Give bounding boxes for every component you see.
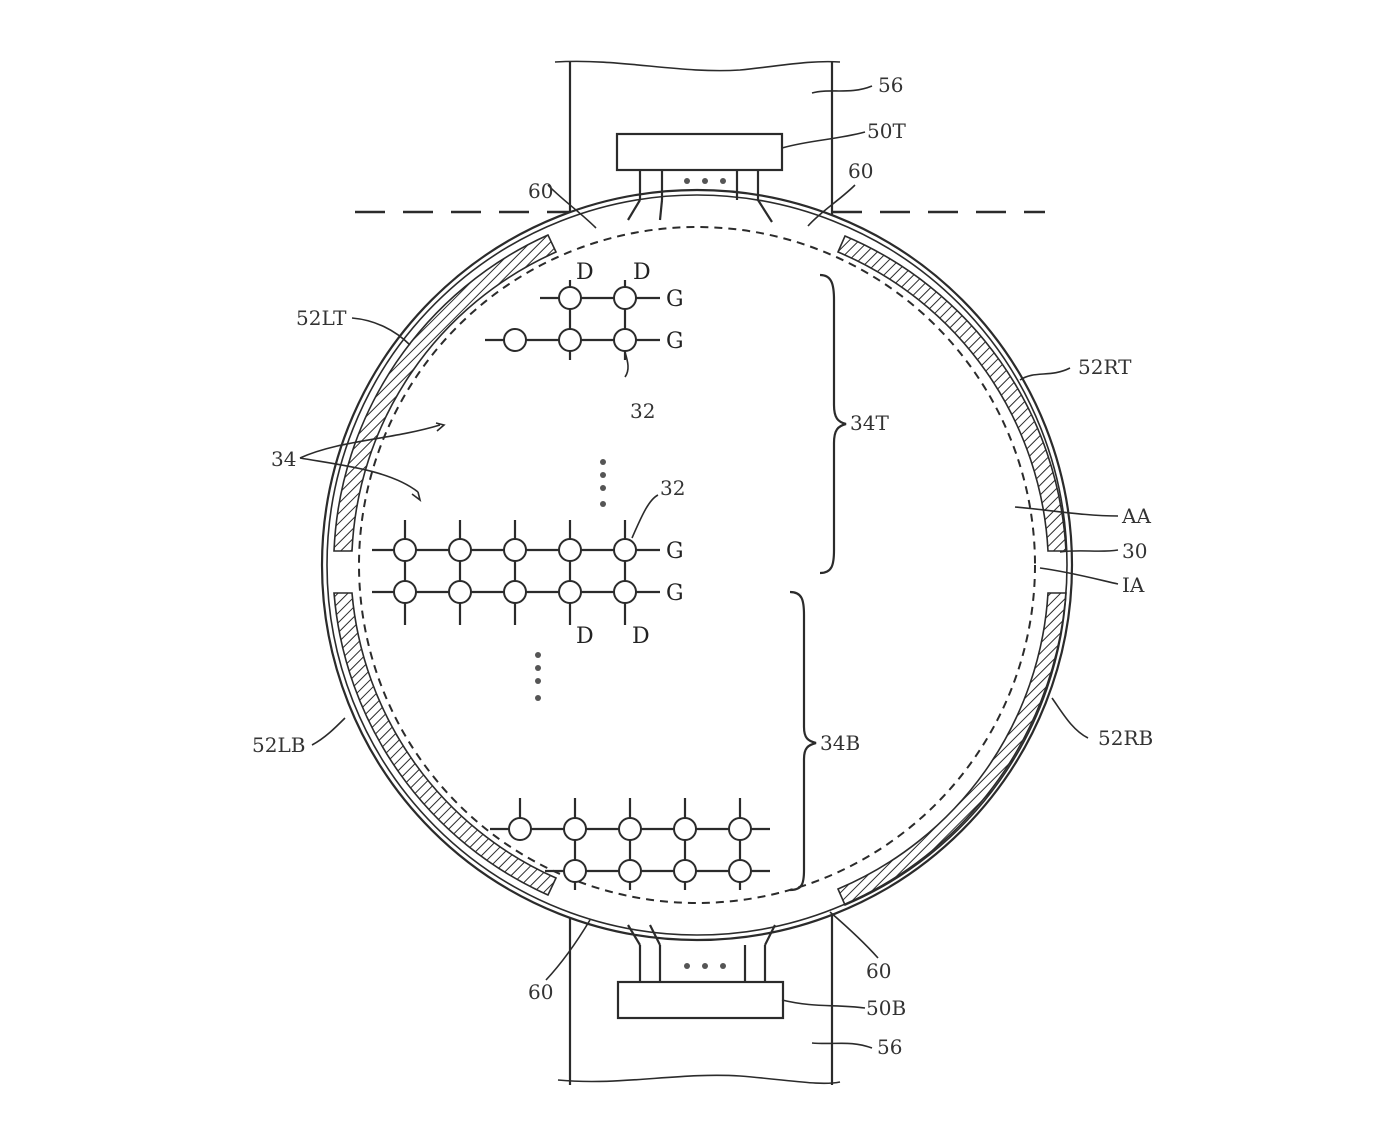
gate-driver-left-top [333, 233, 558, 552]
gate-driver-right-bottom [836, 592, 1067, 907]
pixel-array-middle [372, 520, 660, 625]
label-56-bottom: 56 [877, 1035, 902, 1059]
label-G-2: G [666, 329, 684, 354]
label-32-top: 32 [630, 399, 655, 423]
label-52RT: 52RT [1078, 355, 1132, 379]
label-50B: 50B [866, 996, 906, 1020]
gate-driver-right-top [836, 234, 1067, 552]
label-50T: 50T [867, 119, 906, 143]
label-60-top-right: 60 [848, 159, 873, 183]
reference-labels: 56 50T 60 60 52LT 52RT 34 34T 32 32 AA 3… [252, 73, 1153, 1059]
watch-band [554, 60, 841, 1085]
label-IA: IA [1122, 573, 1145, 597]
label-60-bottom-right: 60 [866, 959, 891, 983]
label-34T: 34T [850, 411, 889, 435]
gate-driver-left-bottom [333, 592, 558, 897]
label-G-3: G [666, 539, 684, 564]
label-34: 34 [271, 447, 296, 471]
brace-34T [819, 273, 847, 575]
label-52LB: 52LB [252, 733, 305, 757]
driver-chip-top [615, 132, 784, 223]
label-D-bottom-2: D [632, 624, 650, 649]
label-52LT: 52LT [296, 306, 347, 330]
label-D-top-2: D [633, 260, 651, 285]
pixel-array-top [485, 280, 660, 360]
label-D-top-1: D [576, 260, 594, 285]
label-D-bottom-1: D [576, 624, 594, 649]
label-32-middle: 32 [660, 476, 685, 500]
label-G-1: G [666, 287, 684, 312]
pixel-array-bottom [490, 798, 770, 890]
label-30: 30 [1122, 539, 1147, 563]
display-circle [320, 188, 1074, 942]
ellipsis-top [600, 459, 606, 507]
label-G-4: G [666, 581, 684, 606]
label-56-top: 56 [878, 73, 903, 97]
leader-lines [299, 85, 1119, 1049]
label-60-top-left: 60 [528, 179, 553, 203]
label-34B: 34B [820, 731, 860, 755]
label-AA: AA [1121, 504, 1151, 528]
label-52RB: 52RB [1098, 726, 1153, 750]
label-60-bottom-left: 60 [528, 980, 553, 1004]
ellipsis-bottom [535, 652, 541, 701]
brace-34B [789, 590, 817, 892]
